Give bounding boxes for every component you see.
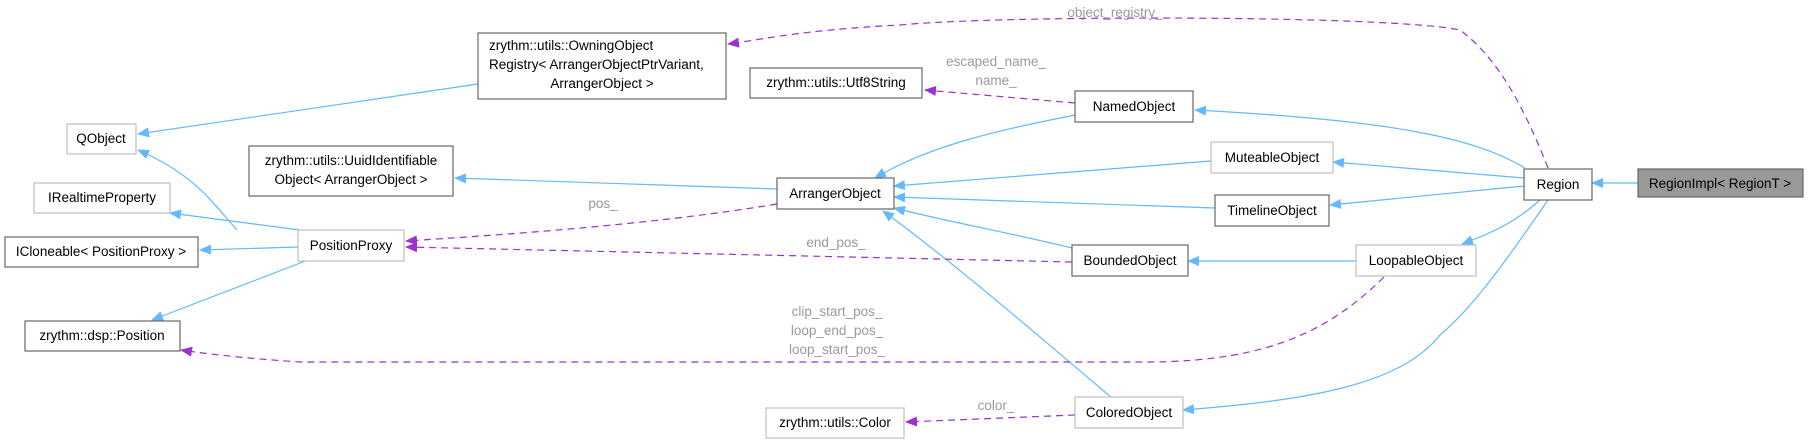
node-label: ColoredObject bbox=[1086, 405, 1173, 420]
edge-positionproxy-irealtime bbox=[169, 209, 301, 231]
node-label: NamedObject bbox=[1093, 99, 1176, 114]
edge-positionproxy-dspposition bbox=[151, 259, 309, 321]
node-boundedobject[interactable]: BoundedObject bbox=[1071, 244, 1189, 277]
nodes: RegionImpl< RegionT > Region zrythm::uti… bbox=[4, 32, 1804, 439]
edge-label-color: color_ bbox=[978, 398, 1015, 413]
node-label: RegionImpl< RegionT > bbox=[1649, 176, 1791, 191]
node-arrangerobject[interactable]: ArrangerObject bbox=[776, 177, 895, 210]
edge-label-end-pos: end_pos_ bbox=[806, 235, 866, 250]
edge-label-pos: pos_ bbox=[588, 196, 618, 211]
node-loopableobject[interactable]: LoopableObject bbox=[1355, 244, 1477, 277]
member-edges bbox=[180, 17, 1549, 427]
edge-colored-arranger bbox=[882, 210, 1113, 399]
node-timelineobject[interactable]: TimelineObject bbox=[1214, 194, 1330, 227]
node-label: BoundedObject bbox=[1083, 253, 1176, 268]
node-uuid-identifiable[interactable]: zrythm::utils::UuidIdentifiable Object< … bbox=[248, 145, 454, 197]
node-icloneable[interactable]: ICloneable< PositionProxy > bbox=[4, 236, 199, 268]
edge-muteable-arranger bbox=[893, 160, 1212, 191]
edge-loopable-dspposition bbox=[180, 276, 1385, 363]
edge-named-arranger bbox=[874, 114, 1076, 179]
node-utf8string[interactable]: zrythm::utils::Utf8String bbox=[749, 67, 923, 99]
edge-arranger-positionproxy bbox=[405, 203, 778, 246]
edge-region-namedobject bbox=[1194, 105, 1526, 169]
node-label: PositionProxy bbox=[310, 238, 393, 253]
edge-region-registry bbox=[727, 17, 1549, 169]
edge-label-loop-start-pos: loop_start_pos_ bbox=[789, 342, 886, 357]
edge-region-loopableobject bbox=[1461, 199, 1541, 245]
edge-label-object-registry: object_registry_ bbox=[1067, 5, 1163, 20]
node-positionproxy[interactable]: PositionProxy bbox=[297, 229, 405, 262]
edge-label-clip-start-pos: clip_start_pos_ bbox=[792, 304, 883, 319]
node-label: ArrangerObject > bbox=[550, 76, 653, 91]
node-regionimpl[interactable]: RegionImpl< RegionT > bbox=[1637, 168, 1804, 198]
node-label: QObject bbox=[76, 131, 126, 146]
inheritance-edges bbox=[137, 83, 1638, 415]
node-irealtimeproperty[interactable]: IRealtimeProperty bbox=[33, 182, 171, 214]
node-muteableobject[interactable]: MuteableObject bbox=[1210, 141, 1334, 174]
edge-arranger-uuid bbox=[454, 173, 778, 190]
node-utils-color[interactable]: zrythm::utils::Color bbox=[765, 407, 905, 439]
node-label: zrythm::utils::OwningObject bbox=[489, 38, 654, 53]
node-label: Region bbox=[1537, 177, 1580, 192]
edge-timeline-arranger bbox=[893, 192, 1216, 209]
node-label: Registry< ArrangerObjectPtrVariant, bbox=[489, 57, 704, 72]
node-label: zrythm::utils::UuidIdentifiable bbox=[265, 153, 438, 168]
node-label: LoopableObject bbox=[1369, 253, 1464, 268]
node-coloredobject[interactable]: ColoredObject bbox=[1074, 396, 1184, 429]
node-label: zrythm::utils::Utf8String bbox=[766, 75, 906, 90]
node-label: Object< ArrangerObject > bbox=[274, 172, 427, 187]
node-region[interactable]: Region bbox=[1523, 168, 1593, 201]
node-dspposition[interactable]: zrythm::dsp::Position bbox=[24, 320, 181, 352]
node-owning-registry[interactable]: zrythm::utils::OwningObject Registry< Ar… bbox=[477, 32, 727, 100]
edge-named-utf8string bbox=[924, 85, 1076, 104]
edge-registry-qobject bbox=[137, 83, 479, 138]
edge-region-timelineobject bbox=[1329, 185, 1525, 209]
edge-bounded-positionproxy bbox=[405, 242, 1073, 263]
edge-label-loop-end-pos: loop_end_pos_ bbox=[791, 323, 884, 338]
node-label: TimelineObject bbox=[1227, 203, 1317, 218]
edge-region-coloredobject bbox=[1182, 199, 1549, 415]
edge-colored-color bbox=[905, 414, 1076, 427]
node-label: MuteableObject bbox=[1225, 150, 1320, 165]
node-label: IRealtimeProperty bbox=[48, 190, 156, 205]
node-label: ICloneable< PositionProxy > bbox=[16, 244, 186, 259]
node-label: zrythm::utils::Color bbox=[779, 415, 891, 430]
edge-label-escaped-name: escaped_name_ bbox=[946, 54, 1046, 69]
edge-positionproxy-icloneable bbox=[199, 244, 299, 255]
edge-label-name: name_ bbox=[975, 73, 1017, 88]
node-label: ArrangerObject bbox=[789, 186, 881, 201]
node-label: zrythm::dsp::Position bbox=[39, 328, 164, 343]
edge-bounded-arranger bbox=[893, 205, 1073, 249]
node-qobject[interactable]: QObject bbox=[66, 123, 137, 155]
edge-labels: object_registry_ escaped_name_ name_ pos… bbox=[588, 5, 1163, 413]
edge-region-muteableobject bbox=[1332, 157, 1525, 179]
node-namedobject[interactable]: NamedObject bbox=[1074, 90, 1194, 123]
